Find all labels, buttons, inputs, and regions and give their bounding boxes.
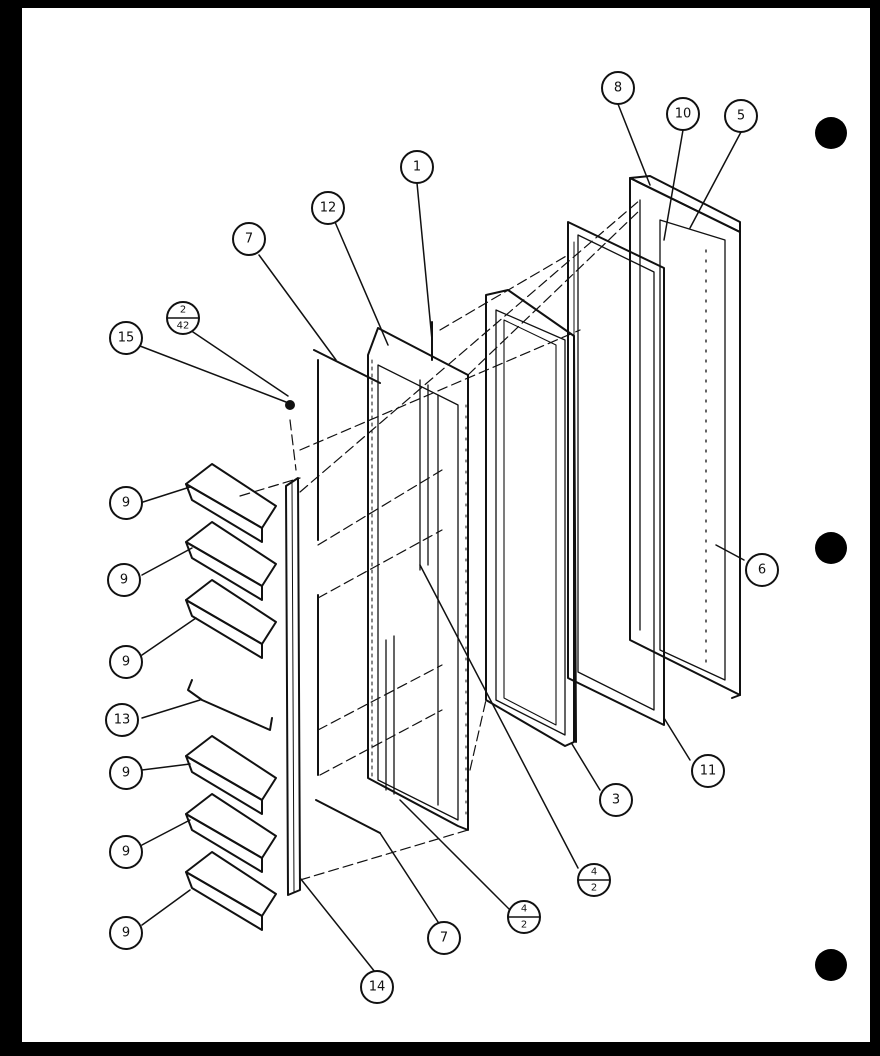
callout-13: 13 [105, 703, 139, 737]
callout-15: 15 [109, 321, 143, 355]
registration-mark-middle [815, 532, 847, 564]
svg-text:9: 9 [122, 845, 130, 860]
registration-marks [815, 117, 847, 981]
fraction-callout-4-2-a: 4 2 [507, 900, 541, 934]
registration-mark-top [815, 117, 847, 149]
svg-text:8: 8 [614, 81, 622, 96]
parts-diagram-sheet: 1 3 5 6 7 7 8 9 9 9 9 9 9 10 11 12 13 14… [22, 8, 870, 1042]
svg-text:7: 7 [245, 232, 253, 247]
svg-text:9: 9 [122, 926, 130, 941]
callout-11: 11 [691, 754, 725, 788]
svg-text:13: 13 [114, 713, 131, 728]
door-bin [185, 463, 277, 543]
door-bin [185, 793, 277, 873]
svg-text:15: 15 [118, 331, 135, 346]
svg-text:9: 9 [122, 766, 130, 781]
fraction-callout-4-2-b: 4 2 [577, 863, 611, 897]
svg-text:9: 9 [120, 573, 128, 588]
callout-3: 3 [599, 783, 633, 817]
svg-text:9: 9 [122, 655, 130, 670]
callouts: 1 3 5 6 7 7 8 9 9 9 9 9 9 10 11 12 13 14… [105, 71, 779, 1004]
screw [285, 400, 295, 410]
callout-10: 10 [666, 97, 700, 131]
leader-lines [139, 103, 745, 973]
svg-text:12: 12 [320, 201, 337, 216]
svg-text:11: 11 [700, 764, 717, 779]
svg-text:9: 9 [122, 496, 130, 511]
callout-7-upper: 7 [232, 222, 266, 256]
svg-text:2: 2 [180, 305, 186, 316]
callout-9-1: 9 [109, 486, 143, 520]
svg-text:3: 3 [612, 793, 620, 808]
callout-5: 5 [724, 99, 758, 133]
callout-1: 1 [400, 150, 434, 184]
svg-text:5: 5 [737, 109, 745, 124]
outer-door-panel [629, 175, 741, 699]
callout-6: 6 [745, 553, 779, 587]
svg-text:6: 6 [758, 563, 766, 578]
wire-shelf-support [187, 679, 273, 731]
door-frame [367, 321, 469, 831]
svg-text:10: 10 [675, 107, 692, 122]
inner-door-liner [485, 289, 577, 747]
svg-text:7: 7 [440, 931, 448, 946]
door-bin [185, 521, 277, 601]
callout-9-6: 9 [109, 916, 143, 950]
callout-9-5: 9 [109, 835, 143, 869]
shelf-rail-bars [313, 349, 381, 834]
callout-9-2: 9 [107, 563, 141, 597]
callout-9-3: 9 [109, 645, 143, 679]
svg-text:2: 2 [521, 920, 527, 931]
svg-text:4: 4 [521, 904, 527, 915]
callout-12: 12 [311, 191, 345, 225]
callout-8: 8 [601, 71, 635, 105]
door-bin [185, 735, 277, 815]
fraction-callouts: 2 42 4 2 4 2 [166, 301, 611, 934]
svg-text:4: 4 [591, 867, 597, 878]
door-bins [185, 463, 277, 931]
svg-text:14: 14 [369, 980, 386, 995]
assembly-lines [239, 199, 641, 881]
svg-text:42: 42 [177, 321, 190, 332]
callout-7-lower: 7 [427, 921, 461, 955]
svg-text:2: 2 [591, 883, 597, 894]
door-bin [185, 579, 277, 659]
fraction-callout-2-42: 2 42 [166, 301, 200, 335]
breaker-strip [285, 477, 301, 896]
svg-text:1: 1 [413, 160, 421, 175]
callout-9-4: 9 [109, 756, 143, 790]
exploded-door-diagram: 1 3 5 6 7 7 8 9 9 9 9 9 9 10 11 12 13 14… [105, 71, 847, 1004]
registration-mark-bottom [815, 949, 847, 981]
callout-14: 14 [360, 970, 394, 1004]
door-bin [185, 851, 277, 931]
